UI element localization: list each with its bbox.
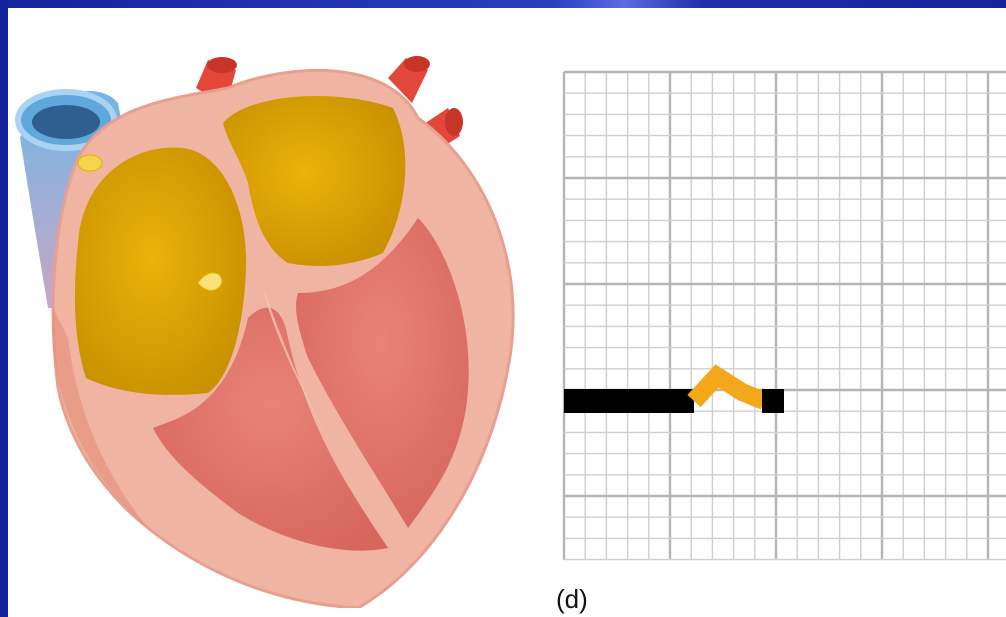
panel-label: (d) [556,584,588,615]
ecg-p-wave [694,376,764,401]
